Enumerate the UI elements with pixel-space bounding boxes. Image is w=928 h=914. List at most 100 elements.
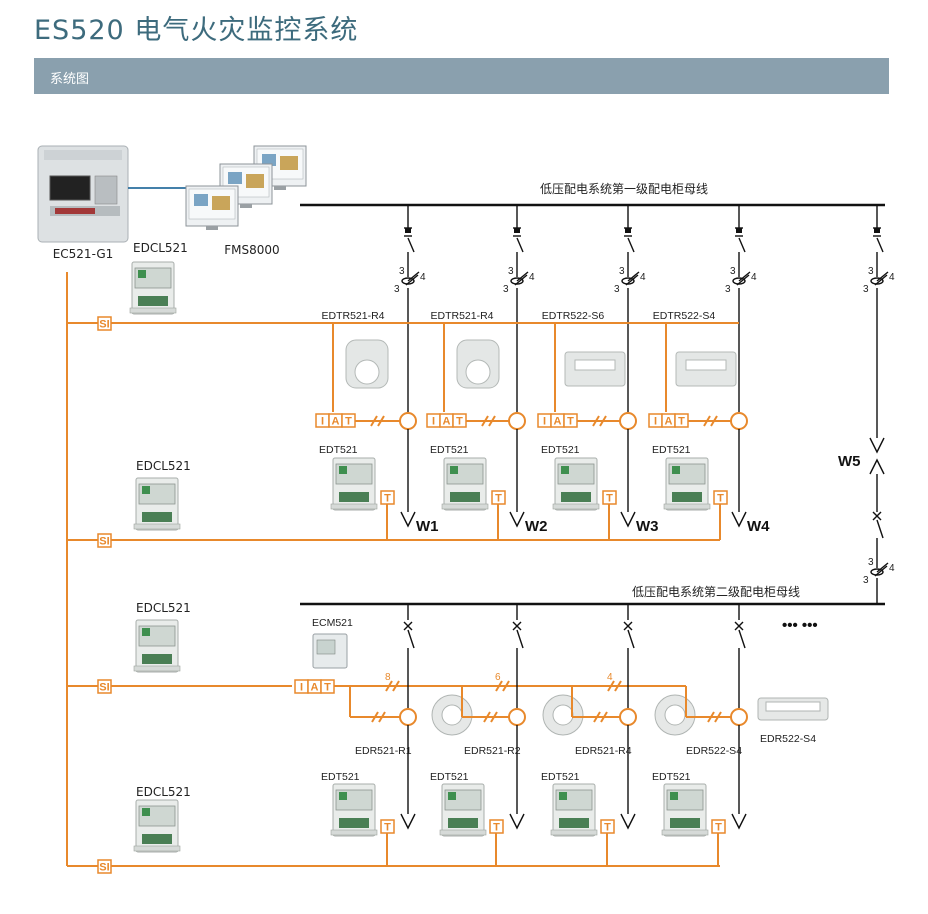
ecm-a-box-text: A bbox=[311, 682, 319, 694]
temp-box-bottom-2-text: T bbox=[604, 822, 611, 834]
host-label: EC521-G1 bbox=[53, 247, 114, 261]
edcl-1-label: EDCL521 bbox=[133, 241, 188, 255]
ct-top-5: 3 bbox=[868, 266, 874, 277]
residual-ct-top-2 bbox=[619, 412, 637, 430]
ct-feeder-5: 3 bbox=[868, 557, 874, 568]
cable-slash-bottom-0 bbox=[378, 711, 386, 723]
cable-slash-top-0 bbox=[377, 415, 385, 427]
sensor-bottom-3-label: EDR522-S4 bbox=[686, 745, 742, 757]
host-top bbox=[44, 150, 122, 160]
ct-feeder-5: 3 bbox=[863, 575, 869, 586]
sensor-bottom-2-hole bbox=[664, 704, 686, 726]
ct-top-5 bbox=[874, 274, 888, 286]
edt-bottom-1-label: EDT521 bbox=[430, 771, 469, 783]
ct-top-1: 3 bbox=[503, 284, 509, 295]
ct-top-2: 4 bbox=[640, 272, 646, 283]
edt-bottom-module-2 bbox=[550, 829, 598, 836]
ct-top-2: 3 bbox=[619, 266, 625, 277]
feeder-5-arrow bbox=[869, 437, 885, 454]
t-box-top-0-text: T bbox=[345, 416, 352, 428]
edcl-module-4 bbox=[142, 834, 172, 844]
cable-slash-bottom-0 bbox=[371, 711, 379, 723]
edt-top-module-3 bbox=[672, 466, 680, 474]
fms-label: FMS8000 bbox=[224, 243, 279, 257]
feeder-5-arrow bbox=[869, 458, 885, 475]
fms-monitor-2-pane bbox=[246, 174, 264, 188]
cable-count-0: 8 bbox=[385, 672, 391, 683]
cable-slash-main-0 bbox=[385, 680, 393, 692]
load-bottom-3 bbox=[731, 813, 747, 830]
ct-top-0 bbox=[407, 271, 420, 282]
residual-ct-bottom-3 bbox=[730, 708, 748, 726]
feeder-2-label: W2 bbox=[525, 518, 548, 535]
edt-top-module-2 bbox=[552, 503, 600, 510]
sensor-top-3-slot bbox=[685, 359, 727, 371]
host-keypad bbox=[94, 175, 118, 205]
residual-ct-top-0 bbox=[399, 412, 417, 430]
ct-top-1 bbox=[516, 271, 529, 282]
switch-bottom-2 bbox=[627, 629, 635, 649]
edt-bottom-module-2 bbox=[559, 818, 589, 828]
ct-top-0 bbox=[405, 274, 419, 286]
breaker-top-5 bbox=[874, 228, 880, 233]
t-box-top-1-text: T bbox=[456, 416, 463, 428]
edcl-module-2 bbox=[142, 486, 150, 494]
residual-ct-top-1 bbox=[508, 412, 526, 430]
edcl-module-2 bbox=[133, 523, 181, 530]
edt-bottom-module-0 bbox=[339, 792, 347, 800]
breaker-top-2 bbox=[625, 228, 631, 233]
si-row-3-si-box-text: SI bbox=[99, 682, 109, 694]
cable-slash-bottom-3 bbox=[707, 711, 715, 723]
fms-monitor-1-stand bbox=[206, 226, 218, 230]
fms-monitor-2-pane bbox=[228, 172, 242, 184]
residual-ct-bottom-1 bbox=[508, 708, 526, 726]
edt-top-module-3 bbox=[672, 492, 702, 502]
cable-slash-bottom-1 bbox=[483, 711, 491, 723]
edcl-module-3 bbox=[133, 665, 181, 672]
load-top-3 bbox=[731, 511, 747, 528]
temp-box-top-3-text: T bbox=[717, 493, 724, 505]
sensor-bottom-1-hole bbox=[552, 704, 574, 726]
edcl-module-1 bbox=[129, 307, 177, 314]
cable-slash-main-2 bbox=[607, 680, 615, 692]
edt-bottom-module-1 bbox=[448, 792, 456, 800]
feeder-4-label: W4 bbox=[747, 518, 770, 535]
i-box-top-1-text: I bbox=[432, 416, 435, 428]
ct-top-3 bbox=[736, 274, 750, 286]
a-box-top-1-text: A bbox=[443, 416, 451, 428]
ct-top-1 bbox=[514, 274, 528, 286]
ct-top-0: 3 bbox=[399, 266, 405, 277]
breaker-top-0 bbox=[407, 237, 415, 253]
edcl-module-1 bbox=[138, 296, 168, 306]
fms-monitor-3-pane bbox=[262, 154, 276, 166]
si-row-2-si-box-text: SI bbox=[99, 536, 109, 548]
fms-monitor-3-stand bbox=[274, 186, 286, 190]
cable-slash-top-1 bbox=[488, 415, 496, 427]
edcl-module-3 bbox=[142, 628, 150, 636]
edcl-module-4 bbox=[133, 845, 181, 852]
temp-box-top-2-text: T bbox=[606, 493, 613, 505]
sensor-bottom-0-label: EDR521-R1 bbox=[355, 745, 412, 757]
feeder-5-label: W5 bbox=[838, 453, 861, 470]
edt-top-1-label: EDT521 bbox=[430, 444, 469, 456]
cable-slash-main-0 bbox=[392, 680, 400, 692]
fms-monitor-3-pane bbox=[280, 156, 298, 170]
temp-box-top-1-text: T bbox=[495, 493, 502, 505]
switch-bottom-1 bbox=[512, 621, 522, 631]
page-title: ES520 电气火灾监控系统 bbox=[34, 15, 359, 46]
breaker-top-3 bbox=[736, 228, 742, 233]
ct-feeder-5: 4 bbox=[889, 563, 895, 574]
i-box-top-2-text: I bbox=[543, 416, 546, 428]
edt-top-module-3 bbox=[663, 503, 711, 510]
edt-bottom-module-0 bbox=[339, 818, 369, 828]
cable-slash-top-2 bbox=[599, 415, 607, 427]
load-bottom-0 bbox=[400, 813, 416, 830]
temp-box-top-0-text: T bbox=[384, 493, 391, 505]
cable-slash-main-1 bbox=[502, 680, 510, 692]
fms-monitor-1-pane bbox=[194, 194, 208, 206]
ct-top-2: 3 bbox=[614, 284, 620, 295]
switch-bottom-3 bbox=[738, 629, 746, 649]
cable-count-2: 4 bbox=[607, 672, 613, 683]
load-top-0 bbox=[400, 511, 416, 528]
